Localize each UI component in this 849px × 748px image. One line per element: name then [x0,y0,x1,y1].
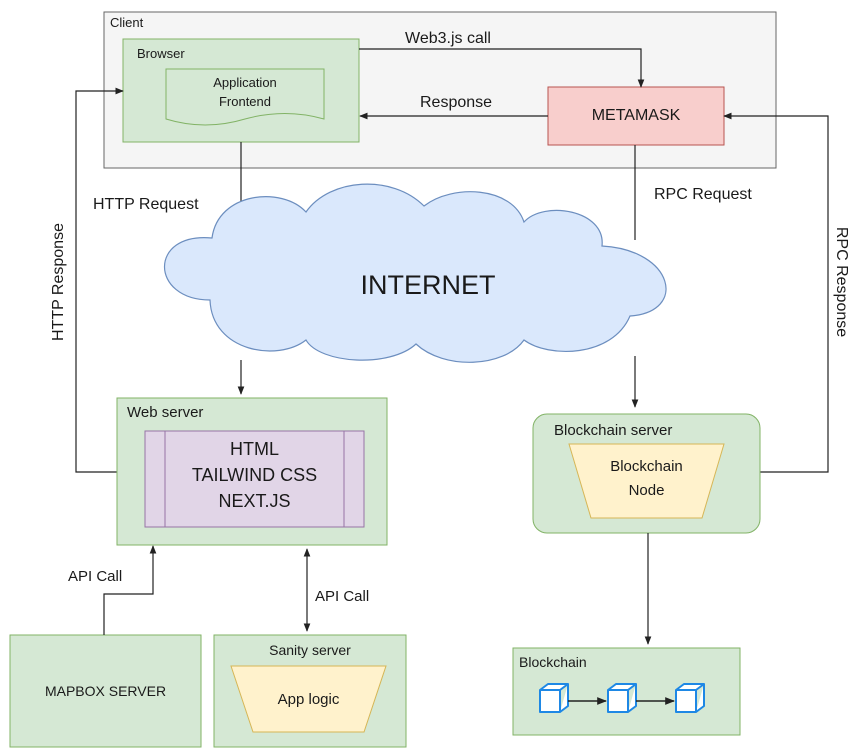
app-logic-label: App logic [277,690,340,708]
rpc-request-label: RPC Request [654,186,752,203]
block-cube-icon [539,683,569,713]
client-label: Client [110,15,144,30]
metamask-label: METAMASK [591,107,681,124]
mapbox-server-box[interactable] [9,634,202,748]
web-server-label: Web server [127,404,204,421]
browser-label: Browser [137,46,185,61]
block-cube-icon [607,683,637,713]
mapbox-api-call-arrow [103,545,157,635]
node-label-line1: Blockchain [610,458,683,475]
stack-html: HTML [230,439,279,459]
blockchain-node-trapezoid [568,443,725,519]
metamask-box[interactable] [547,86,725,146]
internet-label: INTERNET [360,269,496,300]
http-request-label: HTTP Request [93,196,199,213]
sanity-api-call-label: API Call [315,588,370,605]
node-label-line2: Node [628,482,665,499]
mapbox-api-call-label: API Call [68,568,123,585]
sanity-logic-trapezoid [230,665,387,733]
blockchain-label: Blockchain [519,654,587,670]
block-cube-icon [675,683,705,713]
stack-nextjs: NEXT.JS [218,491,291,511]
tech-stack-process-box [144,430,365,528]
blockchain-server-label: Blockchain server [554,422,673,439]
frontend-label-line2: Frontend [218,94,272,109]
stack-tailwind: TAILWIND CSS [191,465,318,485]
http-response-arrow [75,87,124,473]
rpc-response-arrow [723,112,829,473]
frontend-label-line1: Application [213,75,277,90]
web3-call-arrow [359,48,645,88]
frontend-document-shape [165,68,325,126]
sanity-server-label: Sanity server [269,642,351,658]
web3-call-label: Web3.js call [405,30,491,47]
internet-cloud [163,183,667,363]
mapbox-label: MAPBOX SERVER [44,683,167,699]
rpc-response-label: RPC Response [833,226,849,338]
http-response-label: HTTP Response [50,223,67,341]
response-label: Response [420,94,493,111]
